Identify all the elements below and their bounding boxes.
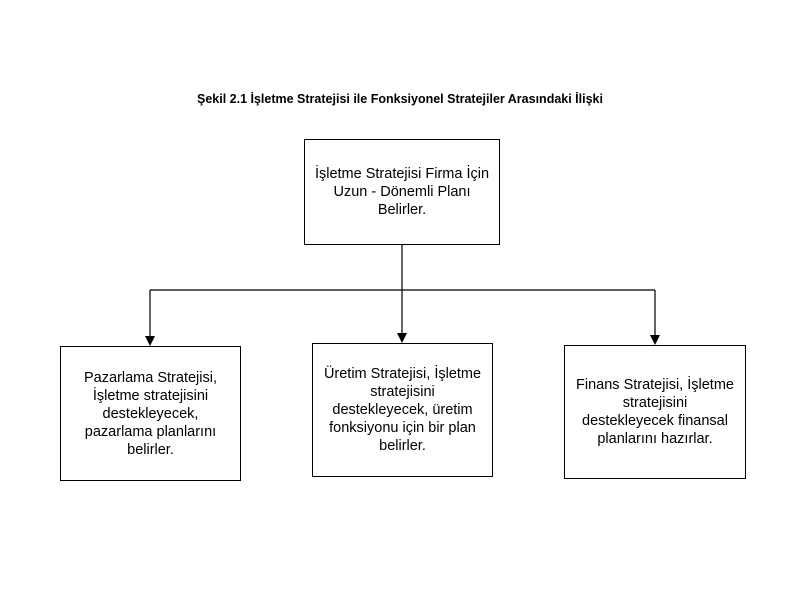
business-strategy-text: İşletme Stratejisi Firma İçin Uzun - Dön… (314, 166, 490, 218)
finance-strategy-box: Finans Stratejisi, İşletme stratejisini … (564, 345, 746, 479)
arrowhead-right (650, 335, 660, 345)
business-strategy-box: İşletme Stratejisi Firma İçin Uzun - Dön… (304, 139, 500, 245)
figure-title: Şekil 2.1 İşletme Stratejisi ile Fonksiy… (197, 92, 603, 106)
marketing-strategy-box: Pazarlama Stratejisi, İşletme stratejisi… (60, 346, 241, 481)
finance-strategy-text: Finans Stratejisi, İşletme stratejisini … (576, 377, 734, 447)
production-strategy-box: Üretim Stratejisi, İşletme stratejisini … (312, 343, 493, 477)
marketing-strategy-text: Pazarlama Stratejisi, İşletme stratejisi… (84, 369, 217, 458)
arrowhead-middle (397, 333, 407, 343)
arrowhead-left (145, 336, 155, 346)
production-strategy-text: Üretim Stratejisi, İşletme stratejisini … (323, 366, 482, 454)
